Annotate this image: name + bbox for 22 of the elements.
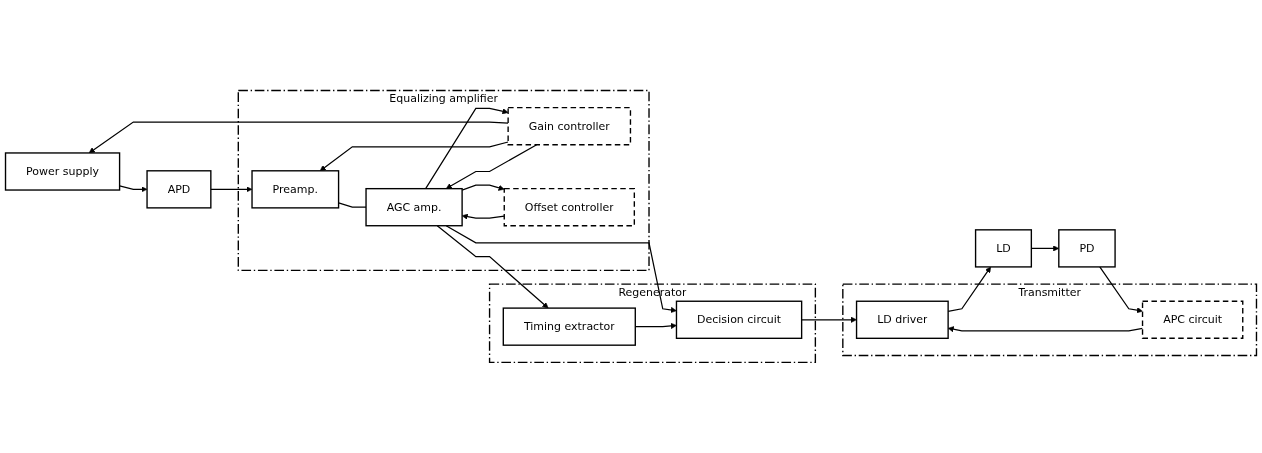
arrow [319,141,509,172]
node-box: PD [1058,229,1116,268]
arrow [425,107,509,190]
arrow [1099,266,1143,314]
arrow [88,121,509,154]
node-box: APC circuit [1141,300,1244,340]
node-box: Preamp. [251,170,340,209]
arrow [436,225,549,309]
node-box: Gain controller [507,107,632,146]
arrow [461,184,505,191]
node-box: AGC amp. [365,188,463,227]
arrow [445,225,677,314]
arrow [210,186,253,193]
node-box: APD [146,170,212,209]
arrow [445,144,538,189]
node-box: Decision circuit [675,300,803,340]
node-box: Timing extractor [502,307,636,346]
node-box: LD [974,229,1033,268]
node-box: Offset controller [503,188,635,227]
node-box: LD driver [855,300,949,340]
node-box: Power supply [4,152,121,191]
arrow [801,316,857,323]
